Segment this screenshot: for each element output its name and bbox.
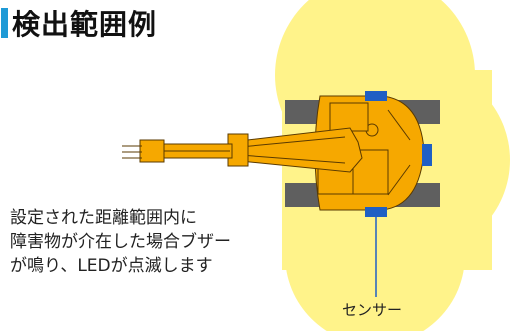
title-accent-bar <box>1 8 8 38</box>
description-line-2: 障害物が介在した場合ブザー <box>10 232 231 252</box>
body-rib-1 <box>387 109 411 141</box>
boom-hydraulic-2 <box>239 154 346 164</box>
description-line-1: 設定された距離範囲内に <box>10 208 197 228</box>
body-rib-2 <box>387 164 411 196</box>
sensor-bottom <box>365 207 387 217</box>
boom-hydraulic-1 <box>239 136 346 148</box>
page-title: 検出範囲例 <box>12 8 158 41</box>
description-text: 設定された距離範囲内に 障害物が介在した場合ブザー が鳴り、LEDが点滅します <box>10 206 280 278</box>
engine-cover <box>329 102 369 132</box>
mini-excavator-top-view-icon <box>122 95 425 211</box>
sensor-right <box>422 144 432 166</box>
description-line-3: が鳴り、LEDが点滅します <box>10 256 213 276</box>
sensor-top <box>365 91 387 101</box>
boom-arm <box>229 127 363 173</box>
title-wrap: 検出範囲例 <box>0 6 158 41</box>
bucket <box>139 139 165 163</box>
sensor-block-icon <box>365 91 432 217</box>
sensor-label: センサー <box>342 301 403 319</box>
